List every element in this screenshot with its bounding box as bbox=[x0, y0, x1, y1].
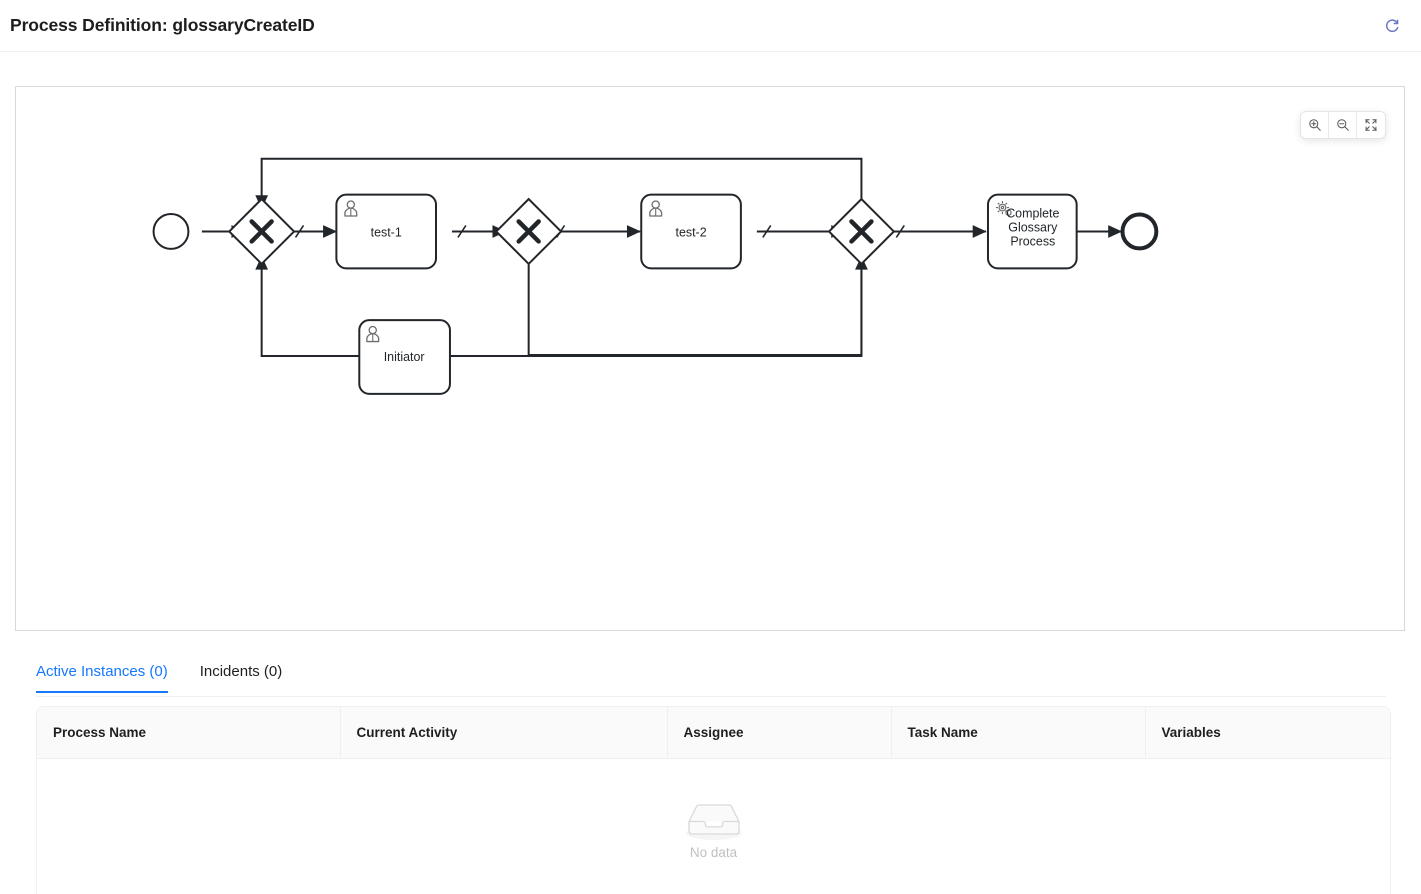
task-label: test-1 bbox=[371, 225, 402, 239]
bpmn-end-event[interactable] bbox=[1120, 212, 1159, 251]
refresh-icon bbox=[1384, 18, 1400, 34]
table-head: Process Name Current Activity Assignee T… bbox=[37, 707, 1390, 759]
page-title: Process Definition: glossaryCreateID bbox=[10, 15, 315, 35]
bpmn-gateway-1[interactable] bbox=[227, 197, 296, 266]
fit-screen-icon bbox=[1364, 118, 1378, 132]
table-header-row: Process Name Current Activity Assignee T… bbox=[37, 707, 1390, 759]
table-empty-row: No data bbox=[37, 758, 1390, 891]
bpmn-gateway-2[interactable] bbox=[494, 197, 563, 266]
table-body: No data bbox=[37, 758, 1390, 891]
page-header: Process Definition: glossaryCreateID bbox=[0, 0, 1421, 52]
task-label: Initiator bbox=[384, 350, 425, 364]
column-header-current-activity[interactable]: Current Activity bbox=[340, 707, 668, 759]
bpmn-start-event[interactable] bbox=[152, 213, 190, 250]
tabs-bar: Active Instances (0) Incidents (0) bbox=[36, 655, 1386, 697]
column-header-variables[interactable]: Variables bbox=[1145, 707, 1390, 759]
bpmn-service-task-complete-glossary-process[interactable]: Complete Glossary Process bbox=[986, 193, 1078, 270]
bpmn-diagram-panel[interactable]: test-1 test-2 bbox=[15, 86, 1405, 631]
flow-marker-test2-out bbox=[762, 225, 772, 238]
zoom-controls bbox=[1300, 111, 1386, 139]
flow-marker-gateway1-out bbox=[294, 225, 305, 238]
empty-box-icon bbox=[682, 800, 746, 841]
empty-state-text: No data bbox=[689, 844, 738, 860]
bpmn-svg-canvas: test-1 test-2 bbox=[152, 157, 1159, 395]
fit-viewport-button[interactable] bbox=[1357, 112, 1385, 138]
bpmn-task-initiator[interactable]: Initiator bbox=[358, 319, 451, 395]
zoom-in-button[interactable] bbox=[1301, 112, 1329, 138]
zoom-out-icon bbox=[1336, 118, 1350, 132]
service-task-label-line-2: Glossary bbox=[1008, 220, 1058, 234]
user-task-icon bbox=[344, 200, 358, 217]
flow-loop-gateway3-to-gateway1 bbox=[255, 157, 863, 232]
column-header-assignee[interactable]: Assignee bbox=[667, 707, 892, 759]
bpmn-task-test-2[interactable]: test-2 bbox=[640, 193, 742, 270]
refresh-button[interactable] bbox=[1381, 15, 1403, 37]
zoom-in-icon bbox=[1308, 118, 1322, 132]
task-label: test-2 bbox=[676, 225, 707, 239]
column-header-process-name[interactable]: Process Name bbox=[37, 707, 341, 759]
flow-marker-test1-out bbox=[457, 225, 467, 238]
flow-initiator-to-gateway1 bbox=[255, 255, 360, 358]
bpmn-gateway-3[interactable] bbox=[827, 197, 896, 266]
service-task-gear-icon bbox=[995, 200, 1012, 216]
tab-active-instances[interactable]: Active Instances (0) bbox=[36, 655, 168, 693]
table-empty-cell: No data bbox=[37, 758, 1390, 891]
user-task-icon bbox=[366, 325, 380, 343]
empty-state: No data bbox=[37, 790, 1390, 860]
service-task-label-line-1: Complete bbox=[1006, 207, 1059, 221]
flow-marker-gateway3-out bbox=[895, 225, 905, 238]
tab-incidents[interactable]: Incidents (0) bbox=[199, 663, 283, 680]
flow-gateway3-to-initiator bbox=[417, 254, 863, 363]
user-task-icon bbox=[649, 200, 663, 217]
instances-table: Process Name Current Activity Assignee T… bbox=[37, 707, 1390, 891]
bpmn-task-test-1[interactable]: test-1 bbox=[335, 193, 438, 270]
zoom-out-button[interactable] bbox=[1329, 112, 1357, 138]
service-task-label-line-3: Process bbox=[1010, 234, 1055, 248]
instances-table-card: Process Name Current Activity Assignee T… bbox=[36, 706, 1391, 894]
column-header-task-name[interactable]: Task Name bbox=[891, 707, 1146, 759]
header-actions bbox=[1381, 15, 1403, 37]
